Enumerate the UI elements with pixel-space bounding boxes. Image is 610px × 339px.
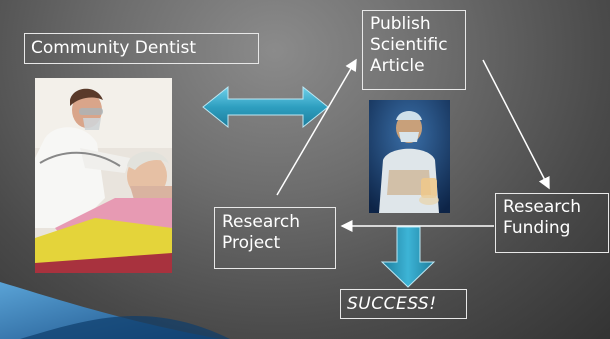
down-arrow bbox=[380, 226, 436, 288]
publish-to-funding-arrow bbox=[482, 59, 550, 190]
publish-line-2: Scientific bbox=[370, 35, 448, 55]
scientist-photo bbox=[369, 100, 450, 213]
research-project-box: Research Project bbox=[214, 207, 336, 269]
community-dentist-text: Community Dentist bbox=[31, 38, 197, 58]
research-funding-box: Research Funding bbox=[495, 193, 609, 253]
publish-line-3: Article bbox=[370, 56, 425, 76]
dentist-photo bbox=[35, 78, 172, 273]
project-line-1: Research bbox=[222, 212, 300, 232]
success-box: SUCCESS! bbox=[340, 289, 467, 319]
funding-line-1: Research bbox=[503, 197, 581, 217]
publish-article-box: Publish Scientific Article bbox=[362, 10, 466, 90]
funding-line-2: Funding bbox=[503, 218, 571, 238]
project-to-publish-arrow bbox=[276, 58, 357, 196]
success-text: SUCCESS! bbox=[347, 294, 437, 314]
project-line-2: Project bbox=[222, 233, 281, 253]
publish-line-1: Publish bbox=[370, 14, 431, 34]
community-dentist-label: Community Dentist bbox=[24, 33, 259, 64]
